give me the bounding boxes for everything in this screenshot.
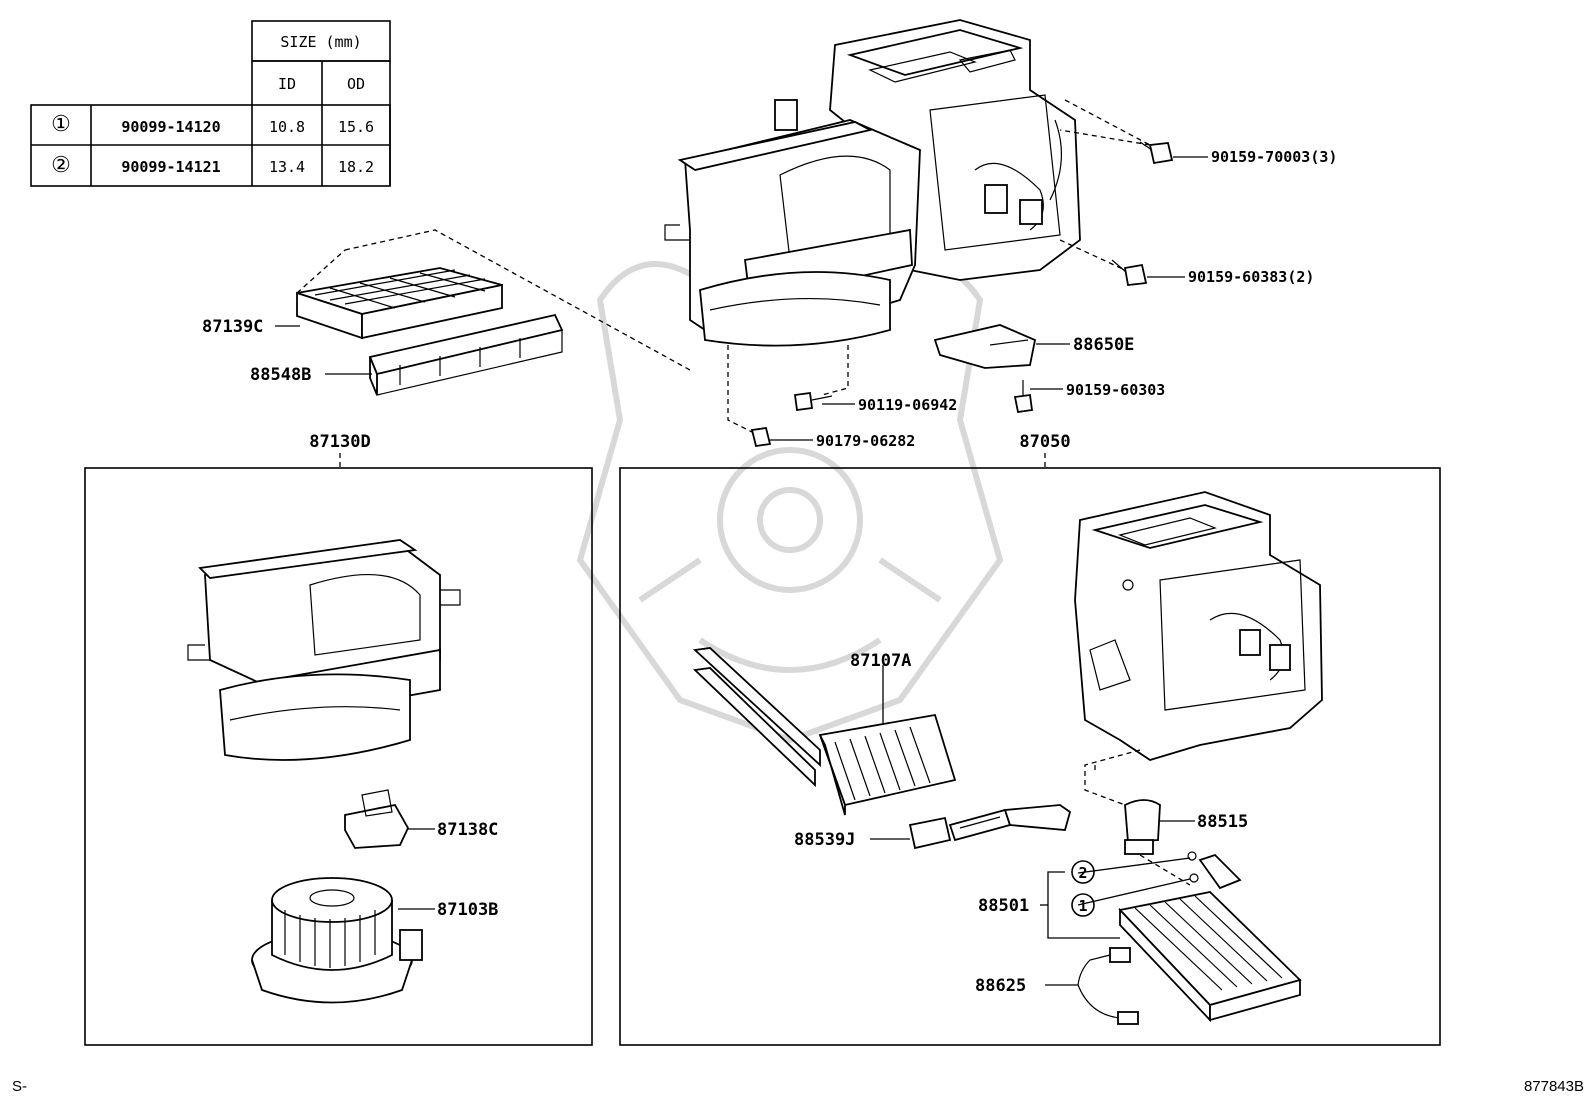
group-box-87130D <box>84 467 593 1046</box>
label-88515: 88515 <box>1197 812 1248 832</box>
label-90119-06942: 90119-06942 <box>858 396 957 414</box>
label-88501: 88501 <box>978 896 1029 916</box>
label-87050: 87050 <box>1019 432 1070 452</box>
screw-90159-70003-drawing <box>1059 99 1174 165</box>
size-table-row-od: 18.2 <box>338 158 374 176</box>
label-87107A: 87107A <box>850 651 911 671</box>
thermistor-88625-drawing <box>1077 947 1139 1025</box>
size-table-row-od: 15.6 <box>338 118 374 136</box>
heater-blower-assembly-drawing <box>664 19 1081 347</box>
filter-cover-88548B-drawing <box>368 313 564 396</box>
size-table-row-id: 10.8 <box>269 118 305 136</box>
footer-right: 877843B <box>1524 1078 1584 1095</box>
footer-left: S- <box>12 1078 27 1095</box>
size-table: SIZE (mm) ID OD ① 90099-14120 10.8 15.6 … <box>30 20 391 187</box>
label-88539J: 88539J <box>794 830 855 850</box>
label-88625: 88625 <box>975 976 1026 996</box>
label-87138C: 87138C <box>437 820 498 840</box>
callout-1: 1 <box>1078 897 1087 915</box>
label-90159-60383: 90159-60383(2) <box>1188 268 1314 286</box>
label-88548B: 88548B <box>250 365 311 385</box>
size-table-row-part: 90099-14121 <box>121 158 220 176</box>
screw-90159-60383-drawing <box>1059 239 1148 286</box>
heater-core-87107A-drawing <box>692 647 957 816</box>
pipe-88539J-drawing <box>908 804 1072 850</box>
callout-2: 2 <box>1078 864 1087 882</box>
screw-90119-06942-drawing <box>793 345 849 412</box>
size-table-row-id: 13.4 <box>269 158 305 176</box>
blower-motor-87103B-drawing <box>251 877 423 1004</box>
label-87130D: 87130D <box>309 432 370 452</box>
size-table-row-key: ② <box>51 153 71 178</box>
air-filter-87139C-drawing <box>296 229 691 371</box>
label-90159-70003: 90159-70003(3) <box>1211 148 1337 166</box>
size-table-row-key: ① <box>51 112 71 137</box>
size-table-row-part: 90099-14120 <box>121 118 220 136</box>
label-90159-60303: 90159-60303 <box>1066 381 1165 399</box>
screw-90159-60303-drawing <box>1013 380 1034 414</box>
expansion-valve-88515-drawing <box>1084 749 1191 886</box>
label-90179-06282: 90179-06282 <box>816 432 915 450</box>
blower-unit-drawing <box>187 539 461 761</box>
size-table-header: SIZE (mm) <box>280 33 361 51</box>
nut-90179-06282-drawing <box>727 345 772 448</box>
resistor-87138C-drawing <box>344 789 410 849</box>
size-table-col-od: OD <box>347 75 365 93</box>
label-87103B: 87103B <box>437 900 498 920</box>
size-table-col-id: ID <box>278 75 296 93</box>
sensor-bracket-88650E-drawing <box>933 324 1037 369</box>
heater-case-drawing <box>1074 491 1323 761</box>
group-box-87050 <box>619 467 1441 1046</box>
label-87139C: 87139C <box>202 317 263 337</box>
label-88650E: 88650E <box>1073 335 1134 355</box>
evaporator-88501-drawing <box>1118 851 1302 1023</box>
